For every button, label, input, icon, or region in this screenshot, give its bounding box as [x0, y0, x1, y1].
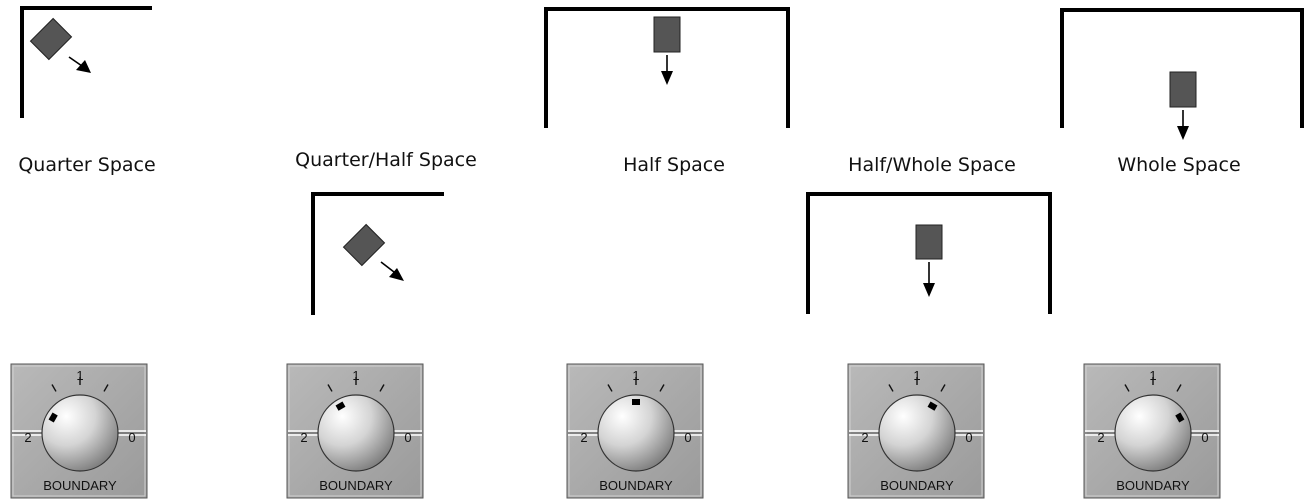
boundary-knob[interactable]: [317, 394, 395, 472]
speaker-icon: [653, 16, 681, 53]
position-label: Quarter Space: [18, 154, 155, 176]
boundary-knob[interactable]: [1114, 394, 1192, 472]
dial-mark-1: 1: [913, 368, 920, 383]
position-whole-space: Whole Space: [1060, 8, 1304, 176]
room-walls: [806, 192, 1052, 314]
speaker-icon: [342, 223, 386, 267]
room-walls: [20, 6, 152, 118]
dial-tick: [327, 384, 333, 392]
position-quarter-half-space: Quarter/Half Space: [295, 149, 477, 315]
dial-mark-1: 1: [632, 368, 639, 383]
knob-title: BOUNDARY: [1116, 478, 1190, 493]
room-walls: [1060, 8, 1304, 128]
knob-title: BOUNDARY: [319, 478, 393, 493]
arrow-icon: [68, 56, 91, 73]
dial-tick: [103, 384, 109, 392]
arrow-icon: [1177, 110, 1189, 140]
dial-tick: [940, 384, 946, 392]
knob-title: BOUNDARY: [43, 478, 117, 493]
position-label: Quarter/Half Space: [295, 149, 477, 171]
position-label: Half/Whole Space: [848, 154, 1016, 176]
position-half-space: Half Space: [544, 7, 790, 176]
boundary-knob[interactable]: [41, 394, 119, 472]
dial-mark-0: 0: [128, 430, 135, 445]
dial-mark-2: 2: [1097, 430, 1104, 445]
speaker-icon: [1169, 71, 1197, 108]
position-half-whole-space: Half/Whole Space: [806, 154, 1052, 314]
boundary-knob[interactable]: [597, 394, 675, 472]
position-quarter-space: Quarter Space: [18, 6, 156, 176]
room-walls: [544, 7, 790, 128]
dial-tick: [379, 384, 385, 392]
arrow-icon: [380, 261, 404, 281]
knob-title: BOUNDARY: [880, 478, 954, 493]
dial-mark-0: 0: [965, 430, 972, 445]
dial-mark-1: 1: [1149, 368, 1156, 383]
dial-tick: [888, 384, 894, 392]
room-walls: [311, 192, 444, 315]
dial-mark-1: 1: [352, 368, 359, 383]
dial-tick: [51, 384, 57, 392]
dial-tick: [1124, 384, 1130, 392]
dial-mark-0: 0: [1201, 430, 1208, 445]
position-label: Whole Space: [1117, 154, 1240, 176]
dial-mark-2: 2: [300, 430, 307, 445]
speaker-icon: [29, 17, 73, 61]
speaker-icon: [915, 224, 943, 260]
dial-tick: [1176, 384, 1182, 392]
boundary-knob[interactable]: [878, 394, 956, 472]
dial-mark-0: 0: [404, 430, 411, 445]
arrow-icon: [661, 55, 673, 85]
dial-mark-0: 0: [684, 430, 691, 445]
knob-indicator: [1175, 412, 1185, 423]
dial-mark-2: 2: [580, 430, 587, 445]
dial-mark-1: 1: [76, 368, 83, 383]
arrow-icon: [923, 262, 935, 297]
dial-tick: [659, 384, 665, 392]
dial-mark-2: 2: [24, 430, 31, 445]
knob-indicator: [632, 399, 640, 405]
knob-indicator: [335, 401, 346, 411]
knob-indicator: [927, 401, 938, 411]
position-label: Half Space: [623, 154, 725, 176]
knob-title: BOUNDARY: [599, 478, 673, 493]
knob-indicator: [48, 412, 58, 423]
dial-tick: [607, 384, 613, 392]
dial-mark-2: 2: [861, 430, 868, 445]
